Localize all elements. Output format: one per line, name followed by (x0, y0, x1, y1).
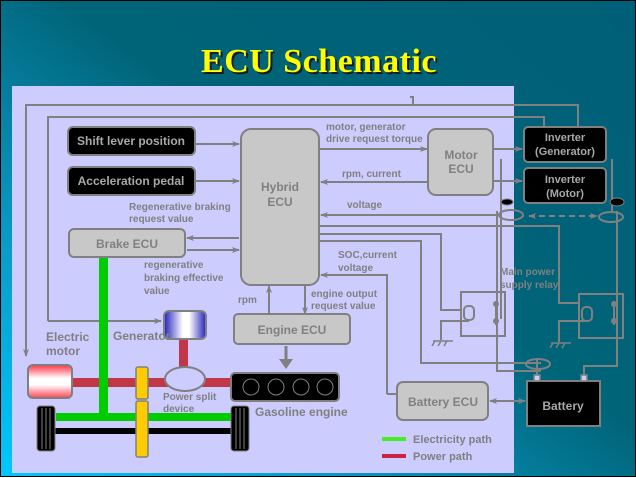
gear-upper (135, 366, 149, 400)
wire-current-sense (319, 240, 541, 364)
electric-motor-label-2: motor (46, 344, 80, 358)
rpm-current-label: rpm, current (342, 169, 402, 180)
motor-ecu-label-1: Motor (444, 148, 478, 162)
motor-ecu-label-2: ECU (448, 162, 473, 176)
current-sensor-3 (525, 358, 551, 370)
electric-motor (27, 364, 73, 399)
generator-label: Generator (113, 329, 171, 343)
battery-ecu-box (396, 381, 489, 421)
motor-ecu-box (427, 128, 494, 196)
engine-ecu-label: Engine ECU (258, 323, 327, 337)
wire-inner-loop (47, 116, 545, 308)
hybrid-ecu-box (240, 128, 320, 286)
rpm-label: rpm (238, 295, 257, 306)
accel-pedal-label: Acceleration pedal (78, 174, 185, 188)
accel-pedal-box (67, 166, 196, 196)
wire-relay1 (319, 233, 461, 311)
current-sensor-1 (498, 209, 524, 221)
battery-terminal-neg (533, 374, 541, 382)
hybrid-ecu-label-1: Hybrid (261, 180, 299, 194)
wire-outer-loop (26, 104, 579, 127)
drive-request-label-2: drive request torque (326, 134, 423, 145)
brake-ecu-label: Brake ECU (96, 237, 158, 251)
current-sensor-2 (598, 211, 624, 223)
power-split-device (164, 366, 206, 392)
gasoline-engine-label: Gasoline engine (255, 405, 348, 419)
gasoline-engine (230, 372, 340, 402)
soc-label-2: voltage (338, 263, 373, 274)
inverter-motor-label-1: Inverter (545, 174, 586, 186)
regen-effective-label-1: regenerative (144, 260, 204, 271)
regen-effective-label-3: value (144, 286, 170, 297)
generator (163, 310, 207, 340)
main-power-relay-2 (549, 293, 624, 349)
current-sensors (498, 209, 624, 370)
legend-swatch-power (382, 454, 406, 458)
wire-soc (320, 272, 388, 394)
main-relay-label-1: Main power (500, 267, 555, 278)
engine-output-label-1: engine output (311, 289, 378, 300)
main-power-relay-1 (431, 291, 506, 347)
battery-ecu-label: Battery ECU (408, 395, 478, 409)
shift-lever-label: Shift lever position (77, 134, 185, 148)
slide-title: ECU Schematic (201, 43, 437, 80)
electric-motor-label-1: Electric (46, 330, 90, 344)
legend-swatch-electricity (382, 437, 406, 441)
shift-lever-box (67, 126, 196, 156)
inverter-motor-label-2: (Motor) (546, 188, 584, 200)
battery-label: Battery (542, 399, 584, 413)
inverter-generator-label-1: Inverter (545, 132, 586, 144)
battery-box (526, 380, 601, 427)
engine-output-label-2: request value (311, 301, 376, 312)
inverter-generator-label-2: (Generator) (535, 146, 595, 158)
legend: Electricity path Power path (382, 434, 492, 463)
power-split-label-2: device (163, 404, 195, 415)
regen-request-label-1: Regenerative braking (129, 202, 231, 213)
legend-label-power: Power path (413, 451, 473, 463)
signal-wires (23, 96, 618, 404)
legend-label-electricity: Electricity path (413, 434, 492, 446)
drive-request-label-1: motor, generator (326, 122, 406, 133)
battery-terminal-pos (580, 374, 588, 382)
regen-effective-label-2: braking effective (144, 273, 224, 284)
wheel-right (230, 405, 250, 452)
engine-ecu-box (233, 313, 351, 345)
inverter-generator-box (523, 126, 607, 163)
soc-label-1: SOC,current (338, 250, 398, 261)
main-relay-label-2: supply relay (500, 280, 559, 291)
regen-request-label-2: request value (129, 214, 194, 225)
inverter-motor-box (523, 167, 607, 204)
voltage-label: voltage (347, 200, 382, 211)
wheel-left (36, 405, 56, 452)
wire-relay2 (319, 225, 579, 304)
power-path (71, 338, 231, 387)
hybrid-ecu-label-2: ECU (267, 195, 292, 209)
terminals (500, 197, 625, 207)
gear-lower (135, 400, 149, 458)
power-split-label-1: Power split (163, 392, 217, 403)
brake-ecu-box (68, 228, 186, 258)
